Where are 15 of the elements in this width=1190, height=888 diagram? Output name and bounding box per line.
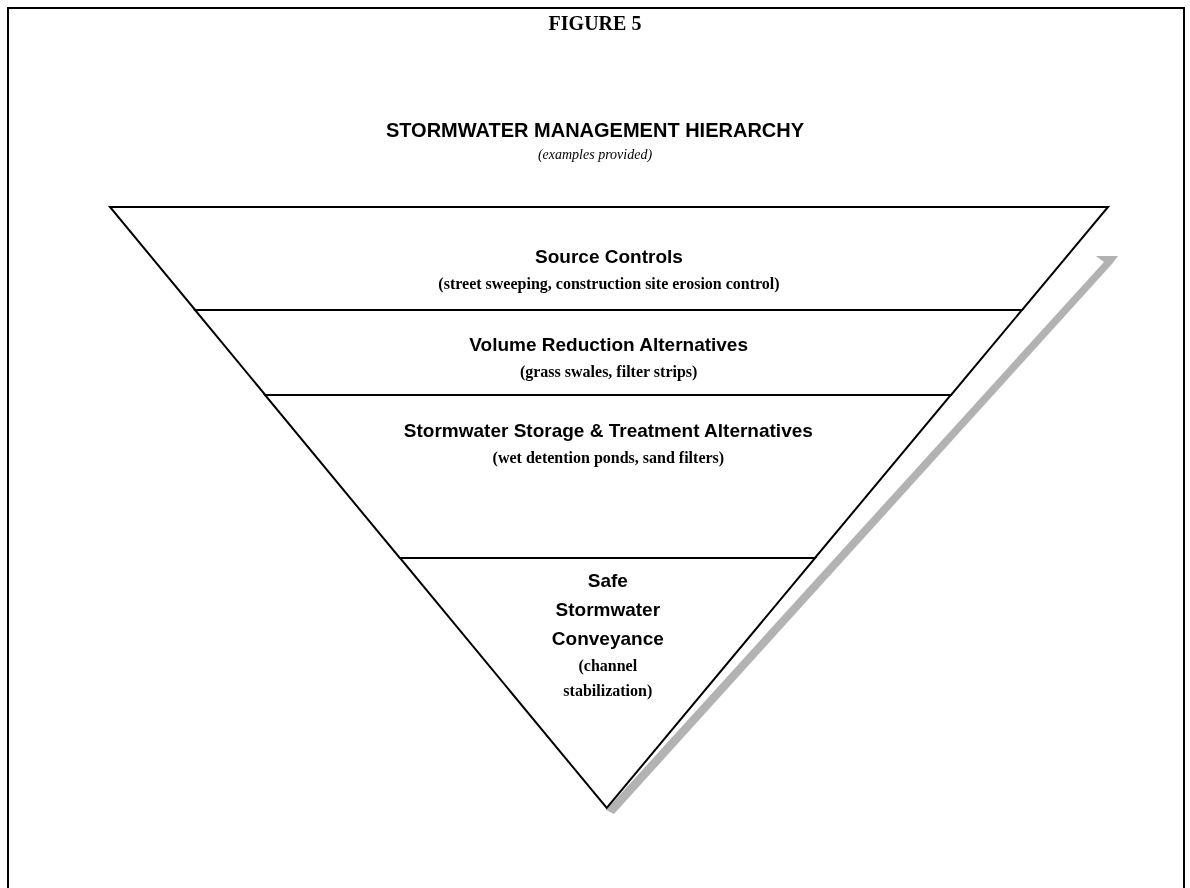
- band-examples: (street sweeping, construction site erosion control): [438, 274, 780, 295]
- band-heading: Volume Reduction Alternatives: [469, 333, 748, 357]
- hierarchy-band: [110, 207, 1108, 310]
- band-examples: (grass swales, filter strips): [519, 362, 698, 383]
- band-heading: Stormwater Storage & Treatment Alternatives: [403, 419, 813, 443]
- subtitle: (examples provided): [536, 147, 654, 163]
- hierarchy-band: [400, 558, 816, 808]
- diagram-title: STORMWATER MANAGEMENT HIERARCHY: [384, 119, 806, 142]
- figure-number: FIGURE 5: [547, 12, 643, 35]
- hierarchy-band: [195, 310, 1023, 395]
- band-heading: Safe Stormwater Conveyance: [550, 569, 665, 651]
- hierarchy-band: [265, 395, 952, 558]
- band-examples: (channel stabilization): [562, 656, 654, 702]
- band-examples: (wet detention ponds, sand filters): [492, 448, 725, 469]
- band-heading: Source Controls: [535, 245, 683, 269]
